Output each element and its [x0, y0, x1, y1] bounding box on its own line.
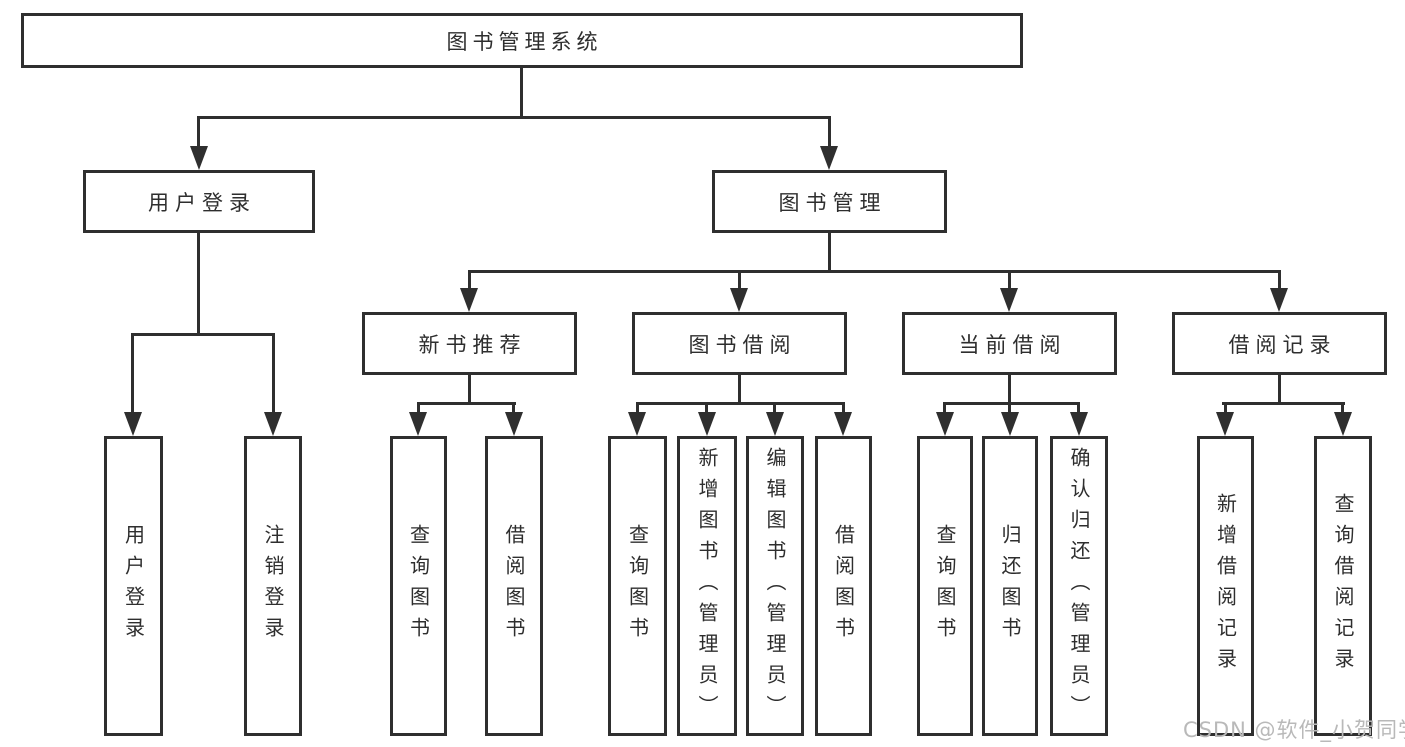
- node-leaf-borrow-borrow: 借阅图书: [815, 436, 872, 736]
- node-leaf-borrow-add-label: 新增图书（管理员）: [695, 446, 719, 726]
- arrowhead-down-icon: [505, 412, 523, 436]
- connector-line: [468, 270, 1281, 273]
- connector-line: [738, 375, 741, 405]
- node-leaf-logout-label: 注销登录: [261, 524, 285, 648]
- arrowhead-down-icon: [1334, 412, 1352, 436]
- csdn-watermark: CSDN @软件_小贺同学: [1183, 718, 1405, 742]
- node-current-borrowing-label: 当前借阅: [958, 332, 1067, 357]
- node-borrowing-records: 借阅记录: [1172, 312, 1387, 375]
- arrowhead-down-icon: [190, 146, 208, 170]
- connector-line: [468, 270, 471, 292]
- connector-line: [828, 116, 831, 150]
- connector-line: [512, 402, 515, 416]
- node-root: 图书管理系统: [21, 13, 1023, 68]
- node-book-borrowing: 图书借阅: [632, 312, 847, 375]
- arrowhead-down-icon: [628, 412, 646, 436]
- connector-line: [943, 402, 946, 416]
- connector-line: [773, 402, 776, 416]
- node-book-management-label: 图书管理: [778, 190, 887, 215]
- connector-line: [1008, 270, 1011, 292]
- connector-line: [636, 402, 845, 405]
- node-leaf-borrow-query: 查询图书: [608, 436, 667, 736]
- node-leaf-borrow-borrow-label: 借阅图书: [831, 524, 856, 648]
- arrowhead-down-icon: [1000, 288, 1018, 312]
- node-leaf-borrow-edit: 编辑图书（管理员）: [746, 436, 804, 736]
- connector-line: [828, 231, 831, 272]
- node-leaf-user-login-label: 用户登录: [121, 524, 146, 648]
- node-leaf-current-query-label: 查询图书: [933, 524, 957, 648]
- connector-line: [1222, 402, 1345, 405]
- node-book-management: 图书管理: [712, 170, 947, 233]
- arrowhead-down-icon: [460, 288, 478, 312]
- node-leaf-user-login: 用户登录: [104, 436, 163, 736]
- node-leaf-current-query: 查询图书: [917, 436, 973, 736]
- connector-line: [1278, 375, 1281, 405]
- arrowhead-down-icon: [766, 412, 784, 436]
- connector-line: [131, 333, 275, 336]
- node-leaf-newbook-borrow-label: 借阅图书: [502, 524, 526, 648]
- node-leaf-current-confirm: 确认归还（管理员）: [1050, 436, 1108, 736]
- connector-line: [197, 116, 200, 150]
- connector-line: [197, 233, 200, 336]
- connector-line: [943, 402, 1080, 405]
- arrowhead-down-icon: [698, 412, 716, 436]
- node-leaf-record-add: 新增借阅记录: [1197, 436, 1254, 736]
- connector-line: [1008, 375, 1011, 405]
- node-book-borrowing-label: 图书借阅: [688, 332, 797, 357]
- node-leaf-newbook-borrow: 借阅图书: [485, 436, 543, 736]
- connector-line: [417, 402, 516, 405]
- node-current-borrowing: 当前借阅: [902, 312, 1117, 375]
- connector-line: [1341, 402, 1344, 416]
- connector-line: [1278, 270, 1281, 292]
- connector-line: [1077, 402, 1080, 416]
- node-leaf-logout: 注销登录: [244, 436, 302, 736]
- node-leaf-borrow-add: 新增图书（管理员）: [677, 436, 737, 736]
- connector-line: [520, 66, 523, 118]
- node-leaf-record-add-label: 新增借阅记录: [1213, 493, 1238, 679]
- arrowhead-down-icon: [124, 412, 142, 436]
- node-leaf-newbook-query: 查询图书: [390, 436, 447, 736]
- node-new-book-recommend: 新书推荐: [362, 312, 577, 375]
- connector-line: [417, 402, 420, 416]
- connector-line: [705, 402, 708, 416]
- connector-line: [272, 333, 275, 416]
- arrowhead-down-icon: [820, 146, 838, 170]
- node-leaf-current-confirm-label: 确认归还（管理员）: [1067, 446, 1091, 726]
- node-leaf-record-query-label: 查询借阅记录: [1331, 493, 1355, 679]
- node-leaf-current-return-label: 归还图书: [998, 524, 1022, 648]
- connector-line: [131, 333, 134, 416]
- connector-line: [738, 270, 741, 292]
- arrowhead-down-icon: [1216, 412, 1234, 436]
- arrowhead-down-icon: [1001, 412, 1019, 436]
- node-user-login: 用户登录: [83, 170, 315, 233]
- node-leaf-current-return: 归还图书: [982, 436, 1038, 736]
- node-leaf-borrow-edit-label: 编辑图书（管理员）: [763, 446, 787, 726]
- node-borrowing-records-label: 借阅记录: [1228, 332, 1337, 357]
- arrowhead-down-icon: [730, 288, 748, 312]
- arrowhead-down-icon: [264, 412, 282, 436]
- arrowhead-down-icon: [936, 412, 954, 436]
- connector-line: [197, 116, 831, 119]
- connector-line: [1008, 402, 1011, 416]
- connector-line: [468, 375, 471, 405]
- node-user-login-label: 用户登录: [148, 190, 256, 215]
- arrowhead-down-icon: [409, 412, 427, 436]
- node-leaf-newbook-query-label: 查询图书: [406, 524, 431, 648]
- arrowhead-down-icon: [1270, 288, 1288, 312]
- node-root-label: 图书管理系统: [446, 29, 603, 54]
- connector-line: [842, 402, 845, 416]
- connector-line: [1224, 402, 1227, 416]
- arrowhead-down-icon: [834, 412, 852, 436]
- node-leaf-borrow-query-label: 查询图书: [625, 524, 650, 648]
- arrowhead-down-icon: [1070, 412, 1088, 436]
- node-leaf-record-query: 查询借阅记录: [1314, 436, 1372, 736]
- connector-line: [636, 402, 639, 416]
- node-new-book-recommend-label: 新书推荐: [418, 332, 527, 357]
